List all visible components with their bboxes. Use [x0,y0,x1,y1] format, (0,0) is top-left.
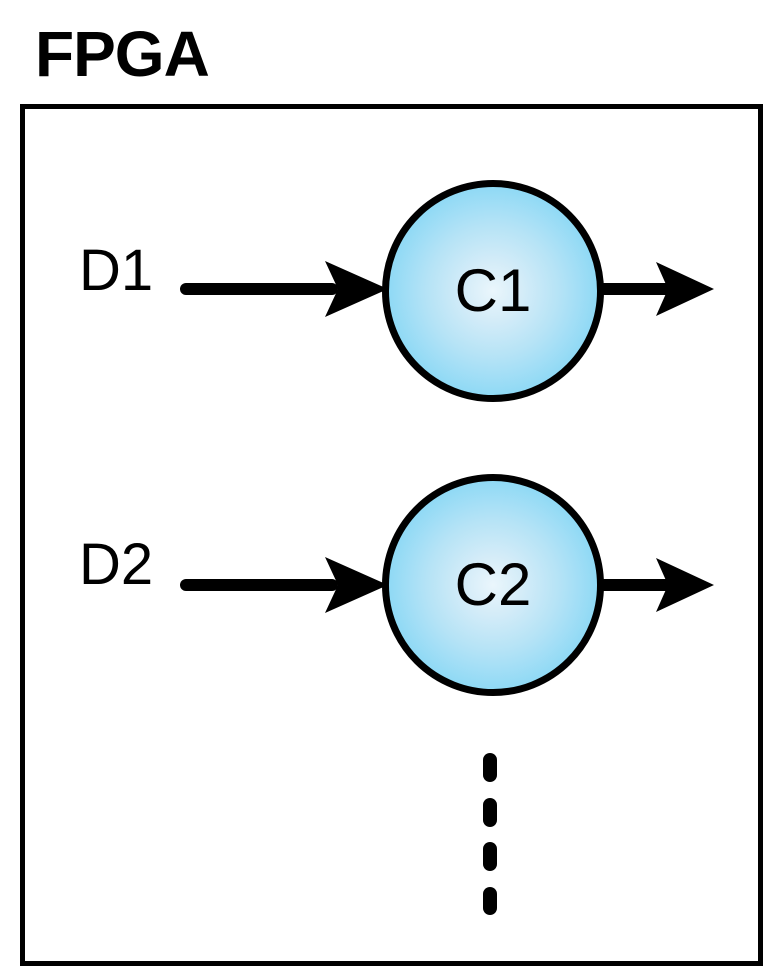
input-label-d1: D1 [79,238,154,303]
node-circle-c2: C2 [382,474,604,696]
diagram-title: FPGA [35,18,210,90]
node-label-c2: C2 [454,551,532,618]
node-label-c1: C1 [454,257,532,324]
input-label-d2: D2 [79,532,154,597]
node-circle-c1: C1 [382,180,604,402]
